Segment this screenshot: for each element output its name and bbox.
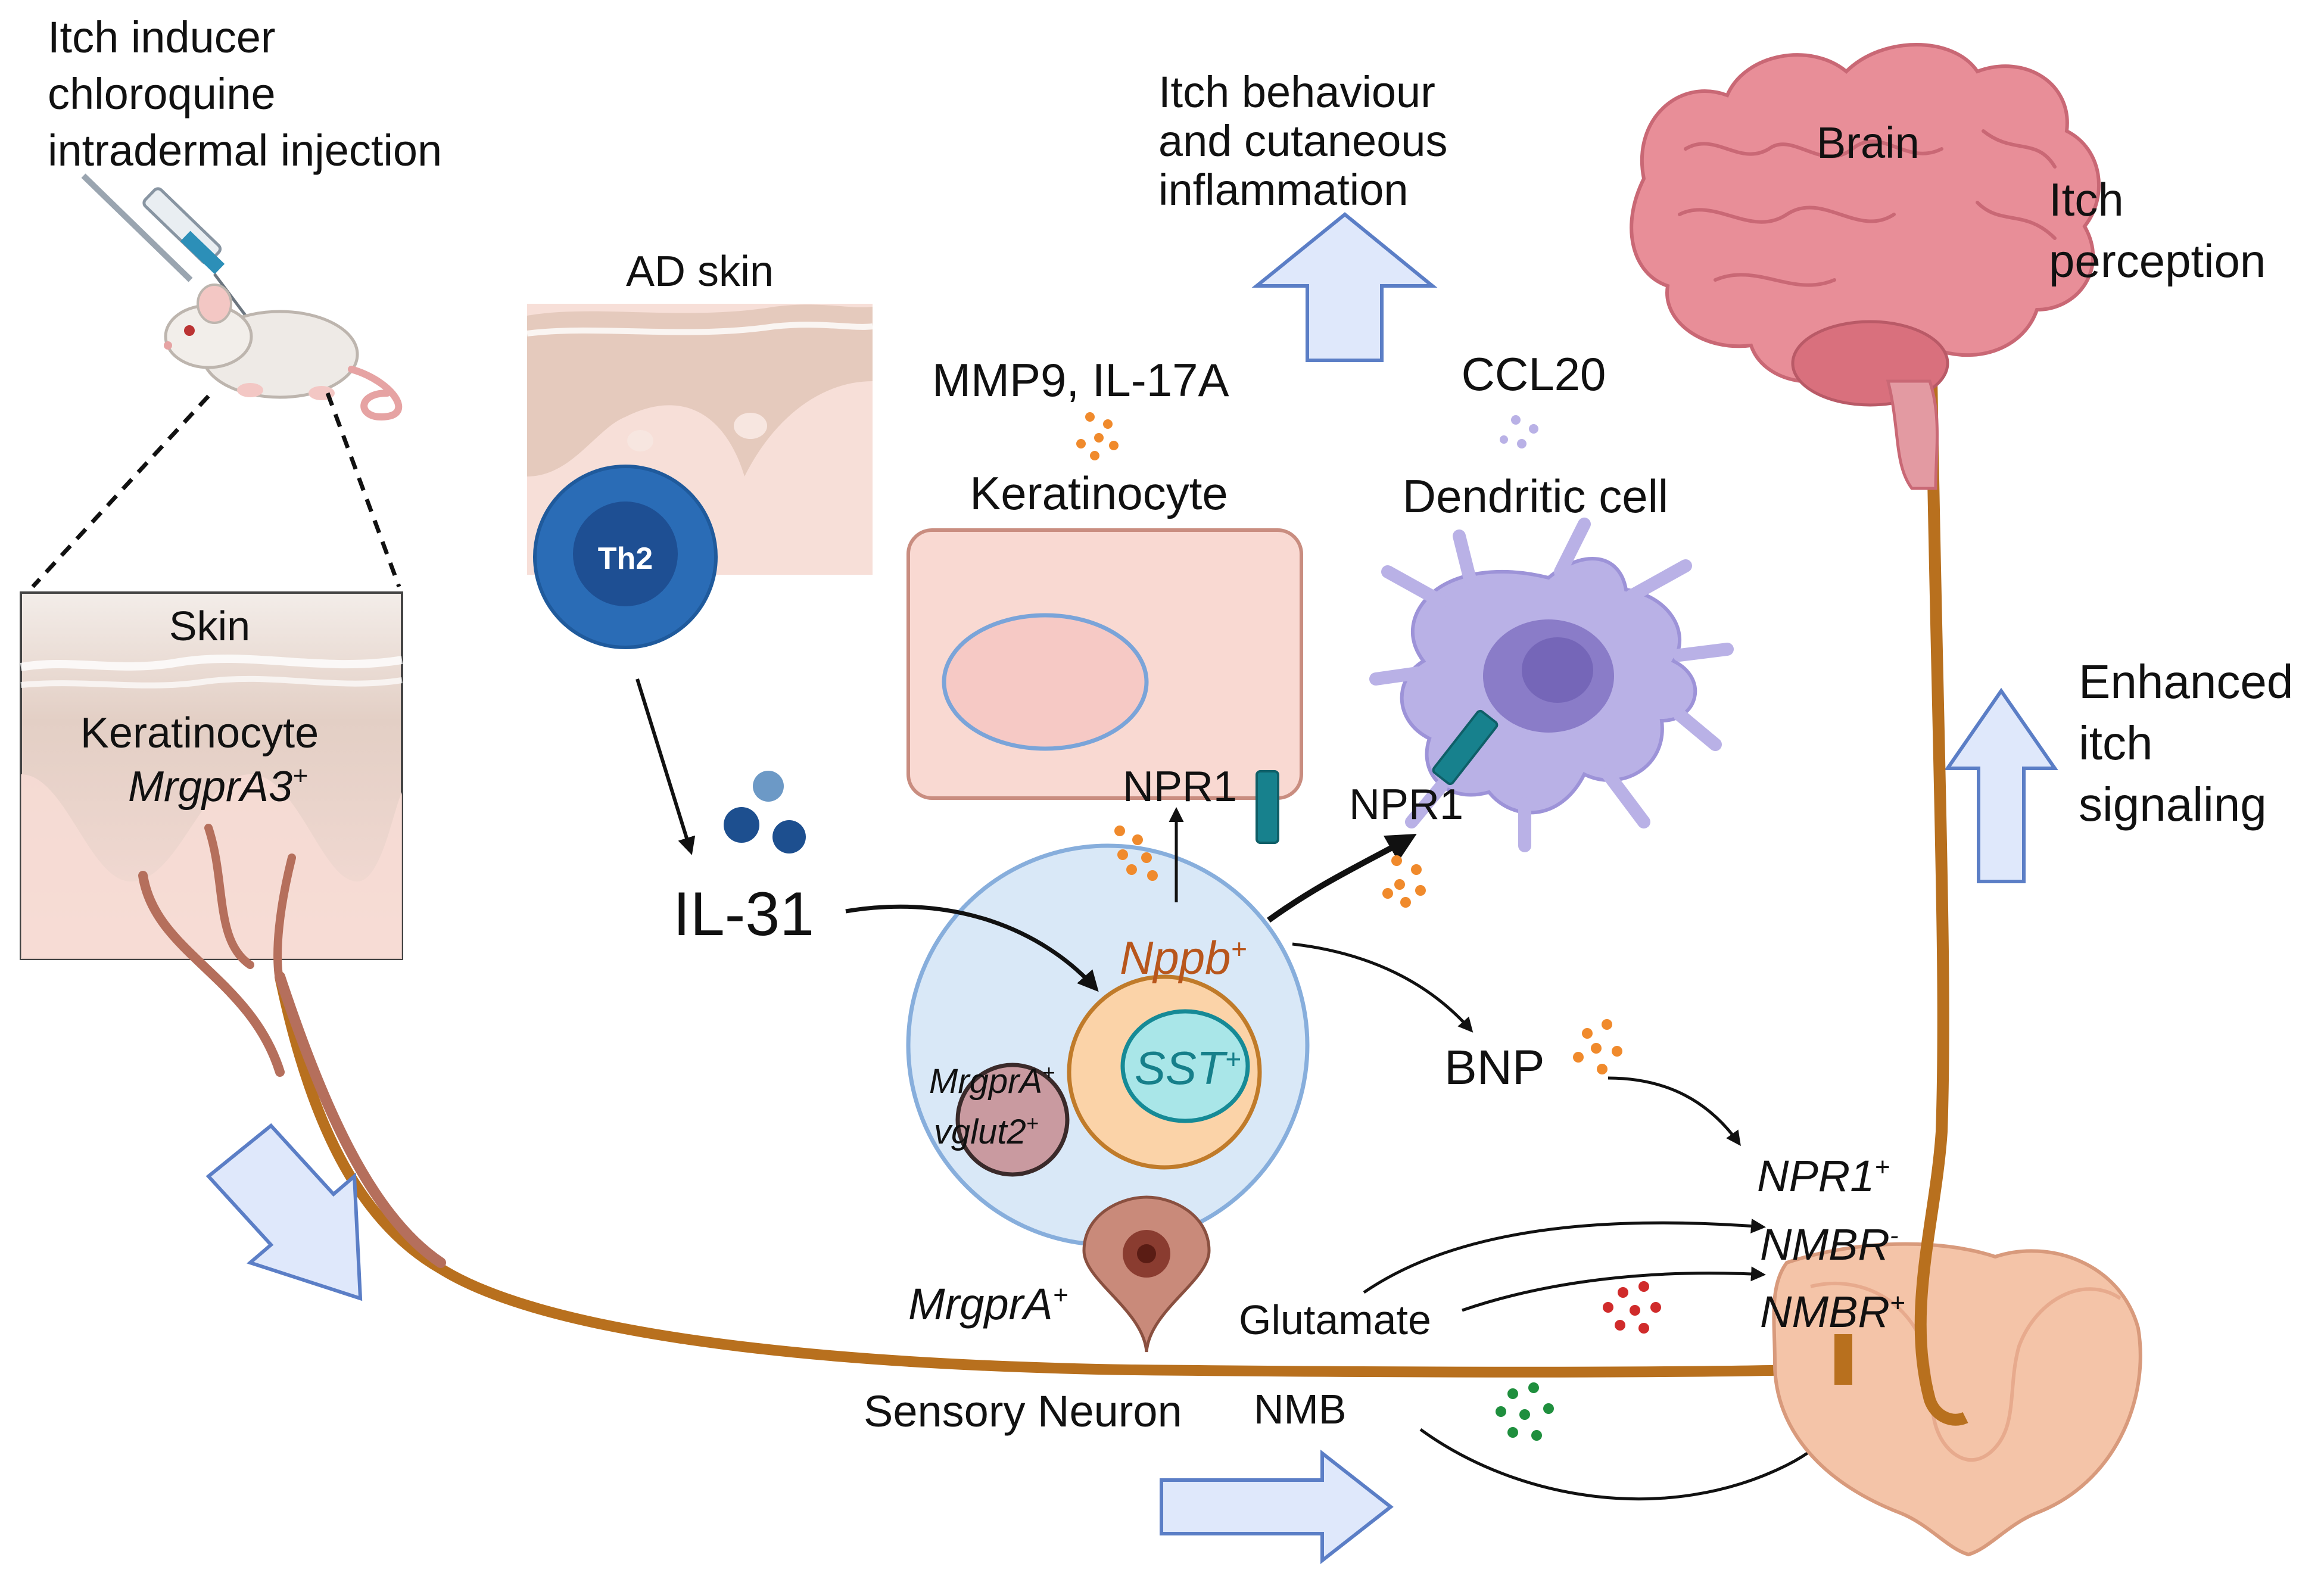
npr1-receptor-dendritic	[1432, 709, 1499, 786]
skin-inset	[20, 591, 403, 1077]
glutamate-to-nmbr-arrow-2	[1462, 1266, 1766, 1312]
mouse-icon	[164, 284, 403, 421]
npr1-dendritic-label: NPR1	[1349, 781, 1463, 828]
bnp-particles	[1573, 1019, 1622, 1074]
skin-mrgpra3-label: MrgprA3+	[128, 761, 308, 811]
bnp-label: BNP	[1444, 1041, 1545, 1095]
nppb-label: Nppb+	[1120, 932, 1247, 984]
mrgpra-inner-label: MrgprA+	[929, 1060, 1055, 1101]
outcome-line-1: Itch behaviour	[1158, 67, 1435, 117]
brain-illustration	[1630, 43, 2101, 490]
th2-label: Th2	[598, 541, 653, 576]
enhanced-line-2: itch	[2079, 717, 2153, 770]
mmp9-particles	[1076, 412, 1119, 460]
ccl20-label: CCL20	[1462, 348, 1606, 400]
outcome-label: Itch behaviour and cutaneous inflammatio…	[1158, 67, 1448, 214]
bnp-particles-dendritic	[1382, 855, 1426, 908]
th2-to-il31-arrow	[635, 678, 696, 855]
neuron-soma	[906, 843, 1310, 1247]
vglut2-label: vglut2+	[934, 1111, 1039, 1151]
il31-molecules	[724, 771, 806, 853]
zoom-lines	[31, 392, 401, 588]
mmp9-il17a-label: MMP9, IL-17A	[932, 354, 1229, 406]
npr1-receptor-keratinocyte	[1256, 770, 1279, 844]
npr1-keratinocyte-label: NPR1	[1123, 763, 1237, 811]
nmbr-minus-label: NMBR-	[1760, 1220, 1899, 1269]
flow-arrow-diagonal	[205, 1123, 363, 1301]
itch-perception-line-2: perception	[2049, 235, 2266, 287]
ccl20-particles	[1500, 415, 1538, 448]
outcome-line-2: and cutaneous	[1158, 116, 1448, 166]
nmb-particles	[1496, 1382, 1554, 1441]
il31-label: IL-31	[673, 880, 814, 949]
il31-to-neuron-arrow	[845, 904, 1099, 992]
keratinocyte-cell	[906, 528, 1303, 800]
enhanced-line-3: signaling	[2079, 778, 2267, 831]
sensory-neuron-label: Sensory Neuron	[864, 1387, 1182, 1436]
itch-perception-line-1: Itch	[2049, 173, 2124, 226]
ascending-tract	[1909, 244, 1968, 1426]
keratinocyte-label: Keratinocyte	[970, 467, 1228, 519]
inducer-label: Itch inducer chloroquine intradermal inj…	[48, 13, 442, 175]
outcome-line-3: inflammation	[1158, 165, 1409, 214]
sst-label: SST+	[1135, 1042, 1241, 1094]
nmb-label: NMB	[1254, 1386, 1347, 1432]
glutamate-label: Glutamate	[1239, 1297, 1431, 1343]
glutamate-to-nmbr-arrow-1	[1363, 1219, 1766, 1294]
flow-arrow-up-enhanced	[1944, 687, 2058, 883]
soma-to-bnp-arrow	[1292, 942, 1473, 1033]
inducer-line-2: chloroquine	[48, 69, 276, 119]
flow-arrow-up-outcome	[1251, 212, 1438, 362]
dendritic-cell-label: Dendritic cell	[1403, 470, 1668, 522]
th2-cell	[533, 465, 718, 649]
spinal-cord	[1772, 1242, 2142, 1557]
npr1-plus-label: NPR1+	[1757, 1151, 1890, 1201]
mrgpra-neuron-label: MrgprA+	[908, 1279, 1068, 1329]
bnp-particles-keratinocyte	[1114, 826, 1158, 881]
glutamate-particles	[1603, 1281, 1661, 1334]
inducer-line-3: intradermal injection	[48, 126, 442, 175]
enhanced-label: Enhanced itch signaling	[2079, 655, 2293, 831]
drg-soma	[1082, 1195, 1211, 1353]
syringe-icon	[81, 173, 251, 323]
skin-keratinocyte-label: Keratinocyte	[80, 709, 319, 757]
ad-skin-label: AD skin	[626, 248, 774, 295]
skin-label: Skin	[169, 603, 250, 649]
spinal-synapse-marker	[1834, 1334, 1852, 1385]
soma-to-dendritic-arrow	[1267, 834, 1417, 923]
bnp-to-npr1-arrow	[1608, 1076, 1741, 1147]
inducer-line-1: Itch inducer	[48, 13, 276, 62]
enhanced-line-1: Enhanced	[2079, 655, 2293, 708]
brain-label: Brain	[1817, 118, 1920, 167]
flow-arrow-right	[1160, 1449, 1394, 1565]
nmbr-plus-label: NMBR+	[1760, 1287, 1905, 1337]
sensory-nerve	[275, 971, 1804, 1378]
